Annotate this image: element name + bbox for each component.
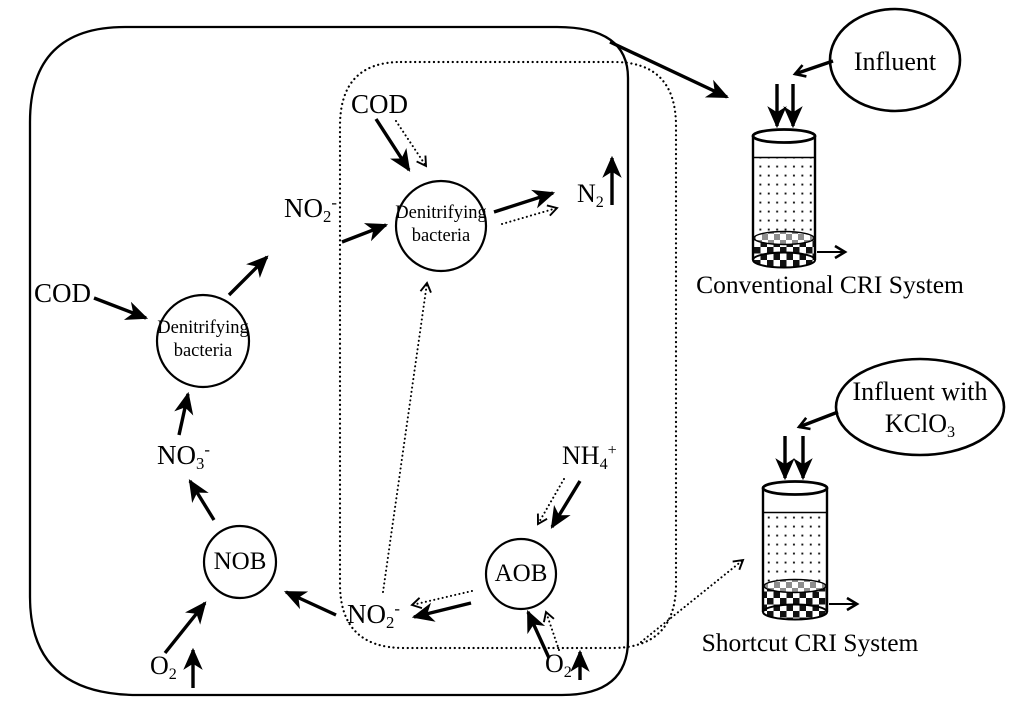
denitrifying-bacteria-2-label: Denitrifying bacteria	[395, 203, 487, 246]
label-cod-left: COD	[34, 278, 92, 308]
arrow-no2-to-denitrifying2	[341, 223, 389, 244]
process-arrows-solid	[93, 40, 730, 688]
aob-circle	[484, 537, 558, 611]
aob-label: AOB	[494, 560, 548, 587]
arrow-no2-to-denitrifying2-dotted	[382, 281, 432, 593]
arrow-aob-to-no2-dotted	[410, 590, 473, 610]
arrow-denitrifying1-to-no2	[227, 255, 269, 297]
denitrifying-bacteria-1-label: Denitrifying bacteria	[157, 318, 249, 361]
arrow-nob-to-no3	[188, 479, 216, 521]
arrow-no2-to-nob	[283, 590, 337, 617]
label-o2-left: O2	[150, 651, 177, 683]
arrow-o2-to-nob	[163, 601, 207, 655]
arrow-denitrifying2-to-n2	[493, 189, 556, 214]
influent-kclo3-to-column-arrow	[796, 410, 839, 431]
bacteria-nodes	[155, 179, 558, 611]
arrow-cod-left-to-denitrifying1	[93, 296, 149, 320]
conventional-system-boundary	[28, 25, 630, 697]
conventional-column	[751, 84, 848, 269]
label-no2-middle: NO2-	[284, 193, 337, 227]
label-o2-middle: O2	[545, 649, 572, 681]
influent-bubbles	[792, 7, 1006, 457]
label-nh4: NH4+	[562, 441, 617, 473]
arrow-o2-to-aob-dotted	[542, 610, 560, 651]
process-arrows-dotted	[382, 120, 745, 651]
arrow-o2-to-aob	[526, 609, 551, 659]
denitrifying-bacteria-2-circle	[394, 179, 488, 273]
nob-circle	[202, 524, 278, 600]
arrow-box-to-conventional-column	[609, 40, 730, 99]
arrow-aob-to-no2	[411, 601, 472, 622]
label-n2: N2	[577, 179, 604, 211]
conventional-caption: Conventional CRI System	[696, 270, 964, 299]
shortcut-subsystem-boundary	[338, 60, 678, 650]
influent-kclo3-ellipse	[834, 357, 1006, 457]
label-no3: NO3-	[157, 440, 210, 474]
arrow-nh4-to-aob-dotted	[536, 478, 565, 526]
label-no2-bottom: NO2-	[347, 599, 400, 633]
influent-to-column-arrow	[792, 59, 834, 78]
denitrifying-bacteria-1-circle	[155, 293, 251, 389]
shortcut-column	[761, 436, 860, 621]
arrow-cod-top-to-denitrifying2-dotted	[395, 120, 428, 168]
influent-kclo3-label: Influent with KClO3	[852, 377, 988, 441]
arrow-dotted-box-to-shortcut-column	[640, 558, 745, 643]
arrow-nh4-to-aob	[550, 480, 582, 529]
influent-ellipse	[828, 7, 962, 113]
arrow-no3-to-denitrifying1	[174, 391, 194, 436]
influent-label: Influent	[853, 47, 937, 76]
label-cod-top: COD	[351, 89, 409, 119]
nob-label: NOB	[213, 548, 267, 575]
shortcut-caption: Shortcut CRI System	[701, 628, 919, 657]
arrow-denitrifying2-to-n2-dotted	[501, 204, 559, 225]
arrow-cod-top-to-denitrifying2	[374, 118, 411, 172]
